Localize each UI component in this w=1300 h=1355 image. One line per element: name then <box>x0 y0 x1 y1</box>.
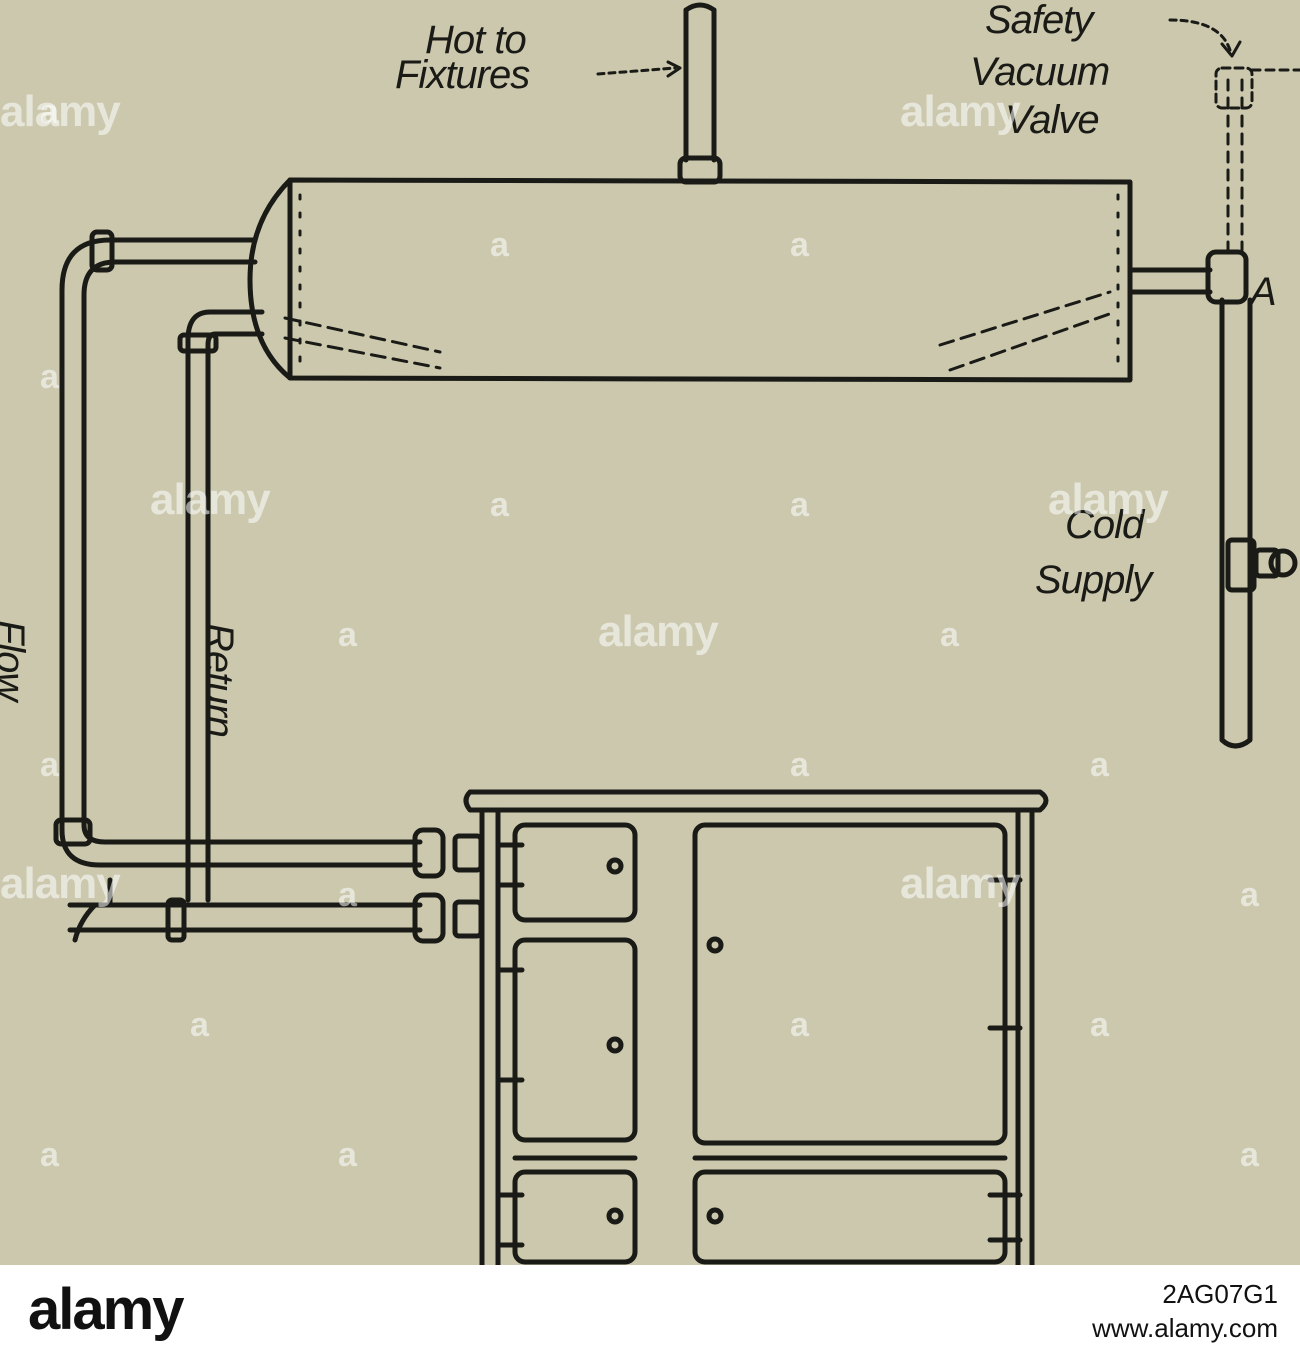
watermark: alamy <box>900 859 1021 908</box>
watermark: alamy <box>150 475 271 524</box>
watermark: alamy <box>0 87 121 136</box>
label-valve: Valve <box>1005 98 1100 142</box>
watermark-mark: a <box>490 486 509 524</box>
watermark-mark: a <box>790 1006 809 1044</box>
watermark-mark: a <box>40 358 59 396</box>
watermark-mark: a <box>490 226 509 264</box>
label-hot-to-fixtures-2: Fixtures <box>395 53 530 97</box>
watermark-mark: a <box>790 226 809 264</box>
watermark-mark: a <box>1090 746 1109 784</box>
label-hot-to-fixtures-1: Hot to <box>425 18 527 62</box>
footer-url: www.alamy.com <box>1092 1313 1278 1343</box>
label-cold: Cold <box>1065 503 1144 547</box>
stove-unions <box>412 827 484 944</box>
watermark-mark: a <box>338 1136 357 1174</box>
label-supply: Supply <box>1035 558 1152 602</box>
return-pipe <box>67 309 423 943</box>
cold-supply-pipe <box>1127 66 1300 749</box>
watermark: alamy <box>1048 475 1169 524</box>
watermark-mark: a <box>1090 1006 1109 1044</box>
watermark-mark: a <box>1240 1136 1259 1174</box>
image-id: 2AG07G1 <box>1162 1279 1278 1309</box>
label-vacuum: Vacuum <box>970 50 1110 94</box>
range-boiler-diagram <box>53 2 1300 1268</box>
watermark-mark: a <box>1240 876 1259 914</box>
watermark-mark: a <box>940 616 959 654</box>
diagram-area: Hot to Fixtures Safety Vacuum Valve A Co… <box>0 0 1300 1268</box>
flow-pipe <box>53 229 423 868</box>
watermark: alamy <box>598 607 719 656</box>
footer-logo: alamy <box>28 1277 184 1342</box>
watermark: alamy <box>0 859 121 908</box>
kitchen-range <box>463 789 1049 1268</box>
watermark-mark: a <box>190 1006 209 1044</box>
watermark-mark: a <box>338 616 357 654</box>
label-arrows <box>596 18 1242 78</box>
watermark-mark: a <box>40 1136 59 1174</box>
watermark-mark: a <box>40 93 59 131</box>
label-flow: Flow <box>0 619 33 701</box>
label-return: Return <box>197 622 242 738</box>
label-safety: Safety <box>985 0 1093 42</box>
storage-tank <box>247 177 1133 383</box>
watermark-mark: a <box>790 746 809 784</box>
watermark: alamy <box>900 87 1021 136</box>
watermark-mark: a <box>338 876 357 914</box>
watermark-mark: a <box>40 746 59 784</box>
label-point-a: A <box>1250 270 1277 314</box>
watermark-mark: a <box>790 486 809 524</box>
footer-bar: alamy 2AG07G1 www.alamy.com <box>0 1265 1300 1355</box>
hot-pipe <box>677 2 723 185</box>
